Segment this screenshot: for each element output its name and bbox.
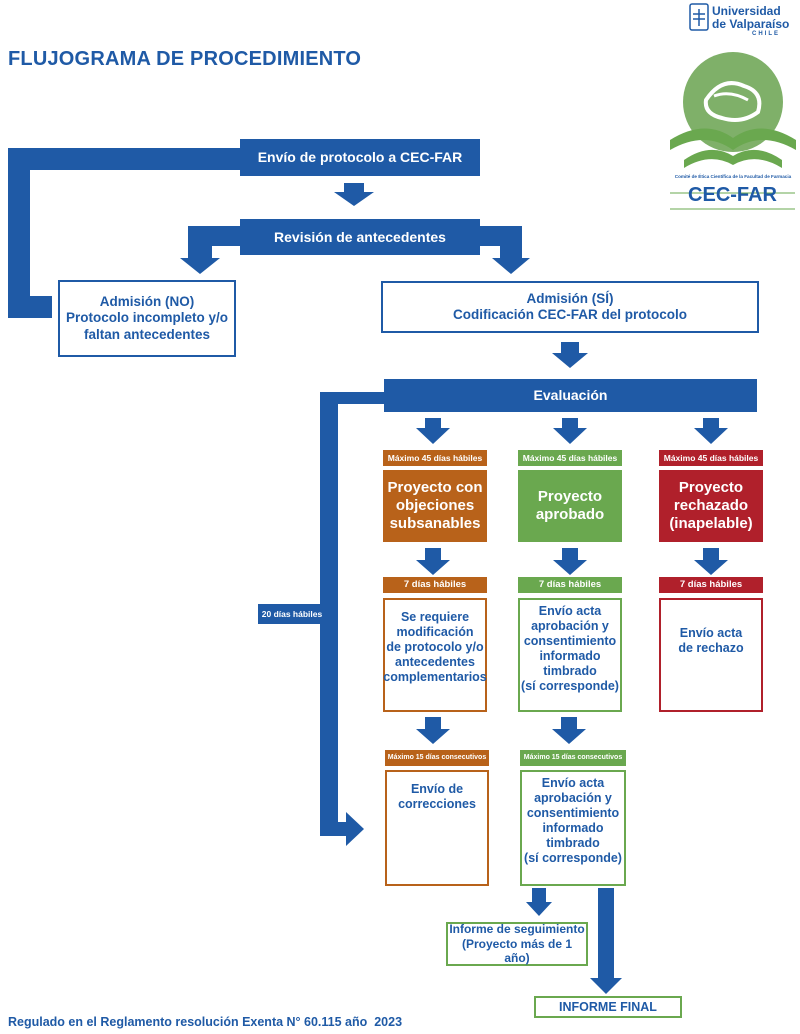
objeciones-result-line: Proyecto con xyxy=(387,479,483,496)
arrow-down xyxy=(180,258,220,274)
arrow-down xyxy=(553,418,587,444)
aprobado-result-line: aprobado xyxy=(535,506,605,523)
modificacion-line: Se requiere xyxy=(400,610,470,624)
rechazado-deadline-tag: Máximo 45 días hábiles xyxy=(659,450,763,466)
admision-si-box: Admisión (SÍ) Codificación CEC-FAR del p… xyxy=(381,281,759,333)
modificacion-protocolo-box: Se requiere modificación de protocolo y/… xyxy=(383,598,487,712)
acta-aprobacion-2-line: consentimiento xyxy=(526,806,620,820)
arrow-down xyxy=(416,418,450,444)
page-title: FLUJOGRAMA DE PROCEDIMIENTO xyxy=(8,48,362,70)
arrow-down xyxy=(492,258,530,274)
modificacion-line: antecedentes xyxy=(395,655,475,669)
seguimiento-line: Informe de seguimiento xyxy=(449,922,585,937)
proyecto-aprobado-box: Proyecto aprobado xyxy=(518,470,622,542)
arrow-down xyxy=(694,548,728,575)
revision-antecedentes-box: Revisión de antecedentes xyxy=(240,219,480,255)
admision-no-line: Admisión (NO) xyxy=(99,294,195,310)
evaluacion-box: Evaluación xyxy=(384,379,757,412)
footer-regulation: Regulado en el Reglamento resolución Exe… xyxy=(8,1015,403,1029)
acta-aprobacion-line: aprobación y xyxy=(531,619,609,633)
arrow-down xyxy=(590,888,622,994)
university-name-line1: Universidad xyxy=(712,4,781,18)
envio-protocolo-box: Envío de protocolo a CEC-FAR xyxy=(240,139,480,176)
loop-back-connector xyxy=(8,148,240,318)
arrow-down xyxy=(526,888,552,916)
rechazado-step-deadline-tag: 7 días hábiles xyxy=(659,577,763,593)
informe-seguimiento-box: Informe de seguimiento (Proyecto más de … xyxy=(446,922,588,966)
acta-aprobacion-line: consentimiento xyxy=(523,634,617,648)
admision-no-line: faltan antecedentes xyxy=(83,326,211,342)
aprobado-deadline-tag: Máximo 45 días hábiles xyxy=(518,450,622,466)
envio-acta-aprobacion-box: Envío acta aprobación y consentimiento i… xyxy=(518,598,622,712)
admision-si-line: Admisión (SÍ) xyxy=(526,290,614,306)
proyecto-objeciones-box: Proyecto con objeciones subsanables xyxy=(383,470,487,542)
loop-20-dias-connector xyxy=(320,392,384,836)
acta-rechazo-line: Envío acta xyxy=(679,626,743,640)
university-country: CHILE xyxy=(752,31,780,37)
acta-aprobacion-line: (sí corresponde) xyxy=(521,679,619,693)
acta-aprobacion-2-line: (sí corresponde) xyxy=(524,851,622,865)
rechazado-result-line: (inapelable) xyxy=(669,515,753,532)
evaluacion-label: Evaluación xyxy=(533,387,608,404)
envio-acta-rechazo-box: Envío acta de rechazo xyxy=(659,598,763,712)
informe-final-box: INFORME FINAL xyxy=(534,996,682,1018)
acta-aprobacion-line: informado xyxy=(539,649,601,663)
acta-aprobacion-2-line: informado xyxy=(542,821,604,835)
arrow-down xyxy=(416,717,450,744)
arrow-down xyxy=(553,548,587,575)
proyecto-rechazado-box: Proyecto rechazado (inapelable) xyxy=(659,470,763,542)
seguimiento-line: (Proyecto más de 1 año) xyxy=(461,936,573,966)
objeciones-step-deadline-tag: 7 días hábiles xyxy=(383,577,487,593)
revision-antecedentes-label: Revisión de antecedentes xyxy=(274,228,446,245)
acta-aprobacion-2-line: aprobación y xyxy=(534,791,612,805)
admision-no-box: Admisión (NO) Protocolo incompleto y/o f… xyxy=(58,280,236,357)
arrow-down xyxy=(416,548,450,575)
acta-aprobacion-2-line: timbrado xyxy=(546,836,600,850)
aprobado-step-deadline-tag: 7 días hábiles xyxy=(518,577,622,593)
admision-no-line: Protocolo incompleto y/o xyxy=(65,310,228,326)
correcciones-line: correcciones xyxy=(398,797,476,811)
acta-aprobacion-2-line: Envío acta xyxy=(541,776,605,790)
aprobado-step2-deadline-tag: Máximo 15 días consecutivos xyxy=(520,750,626,766)
committee-name: Comité de Ética Científica de la Faculta… xyxy=(674,174,792,179)
modificacion-line: modificación xyxy=(396,625,474,639)
objeciones-result-line: subsanables xyxy=(389,515,481,532)
envio-correcciones-box: Envío de correcciones xyxy=(385,770,489,886)
acta-rechazo-line: de rechazo xyxy=(678,641,744,655)
modificacion-line: complementarios xyxy=(383,670,487,684)
objeciones-result-line: objeciones xyxy=(395,497,475,514)
cec-far-emblem xyxy=(670,3,796,210)
arrow-down xyxy=(334,183,374,206)
committee-acronym: CEC-FAR xyxy=(688,184,777,206)
objeciones-step2-deadline-tag: Máximo 15 días consecutivos xyxy=(385,750,489,766)
arrow-down xyxy=(552,717,586,744)
rechazado-result-line: rechazado xyxy=(673,497,749,514)
acta-aprobacion-line: timbrado xyxy=(543,664,597,678)
arrow-down xyxy=(552,342,588,368)
arrow-right xyxy=(346,812,364,846)
aprobado-result-line: Proyecto xyxy=(537,488,603,505)
arrow-down xyxy=(694,418,728,444)
admision-si-line: Codificación CEC-FAR del protocolo xyxy=(452,307,687,322)
branch-left-connector xyxy=(188,226,240,262)
modificacion-line: de protocolo y/o xyxy=(386,640,484,654)
loop-20-dias-label: 20 días hábiles xyxy=(258,604,326,624)
university-name-line2: de Valparaíso xyxy=(712,17,790,31)
acta-aprobacion-line: Envío acta xyxy=(538,604,602,618)
objeciones-deadline-tag: Máximo 45 días hábiles xyxy=(383,450,487,466)
branch-right-connector xyxy=(480,226,522,262)
envio-protocolo-label: Envío de protocolo a CEC-FAR xyxy=(257,149,463,166)
rechazado-result-line: Proyecto xyxy=(678,479,744,496)
correcciones-line: Envío de xyxy=(410,782,464,796)
envio-acta-aprobacion-2-box: Envío acta aprobación y consentimiento i… xyxy=(520,770,626,886)
informe-final-label: INFORME FINAL xyxy=(559,999,657,1014)
